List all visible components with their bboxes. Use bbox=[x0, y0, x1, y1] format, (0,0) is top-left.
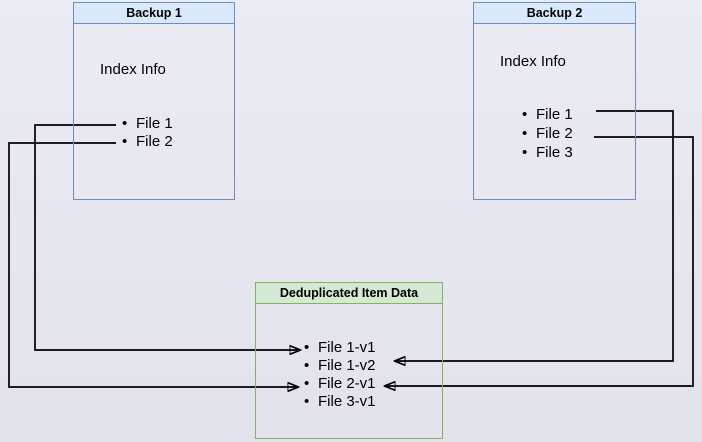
item-label: File 1-v1 bbox=[318, 339, 376, 356]
bullet-icon: • bbox=[122, 115, 128, 132]
item-label: File 2-v1 bbox=[318, 375, 376, 392]
list-item: • File 1-v1 bbox=[304, 339, 376, 357]
list-item: • File 2 bbox=[122, 133, 173, 151]
file-label: File 3 bbox=[536, 144, 573, 161]
file-label: File 1 bbox=[536, 106, 573, 123]
file-label: File 2 bbox=[136, 133, 173, 150]
backup1-box: Backup 1 Index Info • File 1 • File 2 bbox=[73, 2, 235, 200]
bullet-icon: • bbox=[522, 125, 528, 142]
dedup-header: Deduplicated Item Data bbox=[256, 283, 442, 304]
bullet-icon: • bbox=[304, 357, 310, 374]
list-item: • File 1-v2 bbox=[304, 357, 376, 375]
item-label: File 3-v1 bbox=[318, 393, 376, 410]
backup1-index-info-label: Index Info bbox=[100, 61, 166, 78]
list-item: • File 3 bbox=[522, 143, 573, 162]
bullet-icon: • bbox=[304, 375, 310, 392]
list-item: • File 3-v1 bbox=[304, 393, 376, 411]
backup1-title: Backup 1 bbox=[126, 6, 182, 20]
bullet-icon: • bbox=[304, 339, 310, 356]
bullet-icon: • bbox=[522, 106, 528, 123]
file-label: File 2 bbox=[536, 125, 573, 142]
item-label: File 1-v2 bbox=[318, 357, 376, 374]
deduplicated-item-data-box: Deduplicated Item Data • File 1-v1 • File … bbox=[255, 282, 443, 439]
backup2-title: Backup 2 bbox=[526, 6, 583, 20]
bullet-icon: • bbox=[304, 393, 310, 410]
backup2-header: Backup 2 bbox=[474, 3, 635, 24]
backup2-file-list: • File 1 • File 2 • File 3 bbox=[522, 105, 573, 162]
backup1-header: Backup 1 bbox=[74, 3, 234, 24]
file-label: File 1 bbox=[136, 115, 173, 132]
dedup-item-list: • File 1-v1 • File 1-v2 • File 2-v1 • File 3… bbox=[304, 339, 376, 411]
dedup-title: Deduplicated Item Data bbox=[279, 286, 419, 300]
list-item: • File 1 bbox=[522, 105, 573, 124]
backup1-file-list: • File 1 • File 2 bbox=[122, 115, 173, 151]
list-item: • File 1 bbox=[122, 115, 173, 133]
backup2-index-info-label: Index Info bbox=[500, 53, 566, 70]
list-item: • File 2-v1 bbox=[304, 375, 376, 393]
list-item: • File 2 bbox=[522, 124, 573, 143]
bullet-icon: • bbox=[122, 133, 128, 150]
backup2-box: Backup 2 Index Info • File 1 • File 2 • Fil… bbox=[473, 2, 636, 200]
bullet-icon: • bbox=[522, 144, 528, 161]
